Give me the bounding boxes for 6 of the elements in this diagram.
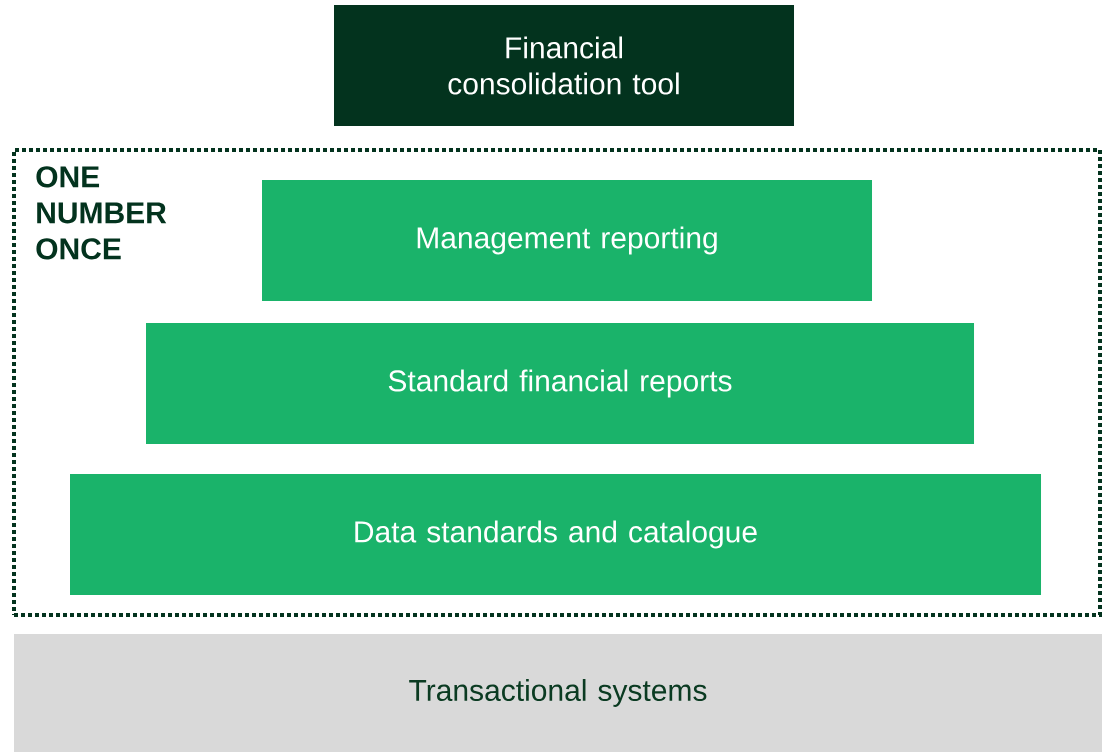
frame-heading: ONE NUMBER ONCE — [36, 166, 167, 260]
tool-box: Financial consolidation tool — [334, 5, 794, 126]
base-band: Transactional systems — [14, 634, 1102, 752]
layer-box: Standard financial reports — [146, 323, 974, 444]
layer-box: Management reporting — [262, 180, 872, 301]
layer-box: Data standards and catalogue — [70, 474, 1041, 595]
